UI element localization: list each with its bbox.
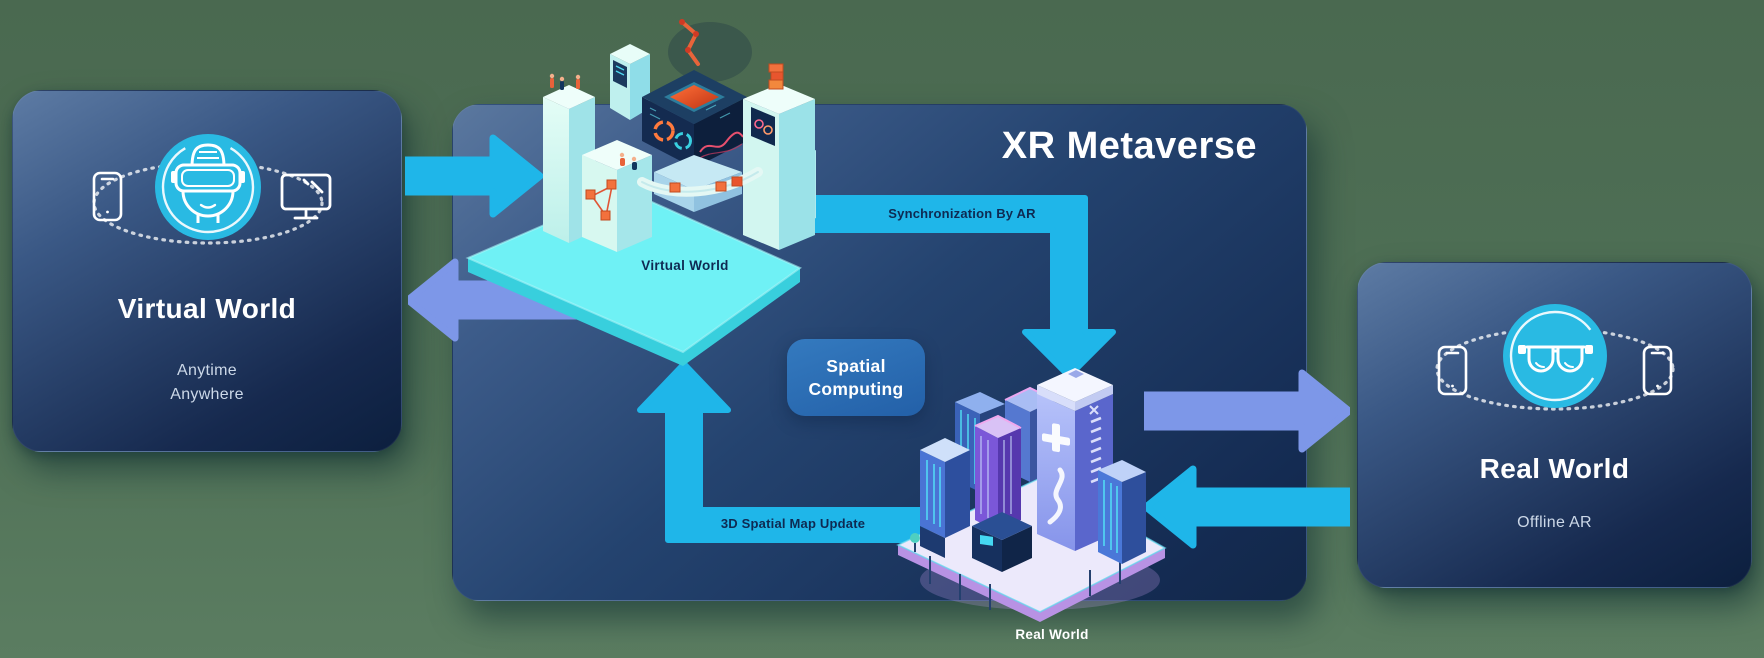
virtual-world-illustration (465, 19, 816, 366)
data-cube (642, 70, 747, 168)
spatial-computing-label: Spatial Computing (808, 355, 904, 399)
real-world-card-title: Real World (1479, 453, 1630, 484)
virtual-world-illustration-label: Virtual World (641, 258, 729, 273)
virtual-world-card: Virtual World Anytime Anywhere (12, 90, 402, 452)
update-arrow-label: 3D Spatial Map Update (720, 516, 866, 531)
real-world-device-cluster (1390, 283, 1720, 443)
real-world-illustration-label: Real World (1015, 627, 1089, 642)
ar-glasses-icon (1502, 304, 1607, 408)
monitor-icon (280, 173, 332, 220)
arrow-real-to-panel (1146, 465, 1350, 549)
real-world-card-subtitle: Offline AR (1517, 514, 1592, 531)
orange-totem (768, 63, 784, 90)
panel-title: XR Metaverse (1001, 125, 1257, 167)
virtual-world-card-subtitle: Anytime Anywhere (13, 359, 401, 407)
virtual-world-device-cluster (42, 119, 372, 279)
smartphone-icon (1437, 345, 1467, 396)
arrow-panel-to-virtual (408, 258, 620, 342)
robot-arm (680, 20, 700, 66)
real-world-card: Real World Offline AR (1357, 262, 1752, 588)
subtitle-line: Anywhere (170, 386, 244, 403)
arrow-virtual-to-panel (405, 134, 544, 218)
plus-sign (1042, 423, 1070, 453)
people-sitting (619, 152, 637, 170)
virtual-world-card-title: Virtual World (117, 293, 297, 324)
vr-headset-icon (155, 134, 261, 240)
spatial-computing-badge: Spatial Computing (787, 339, 925, 416)
network-triangle (585, 179, 617, 221)
real-world-city-illustration (896, 368, 1167, 622)
people-on-tower (549, 73, 581, 90)
subtitle-line: Anytime (177, 362, 237, 379)
smartphone-icon (92, 171, 123, 222)
connection-ellipse (1434, 327, 1675, 411)
smartphone-icon (1642, 345, 1672, 396)
arrow-panel-to-real (1144, 369, 1350, 453)
sync-arrow-label: Synchronization By AR (888, 206, 1036, 221)
pipe-boxes (669, 176, 743, 193)
